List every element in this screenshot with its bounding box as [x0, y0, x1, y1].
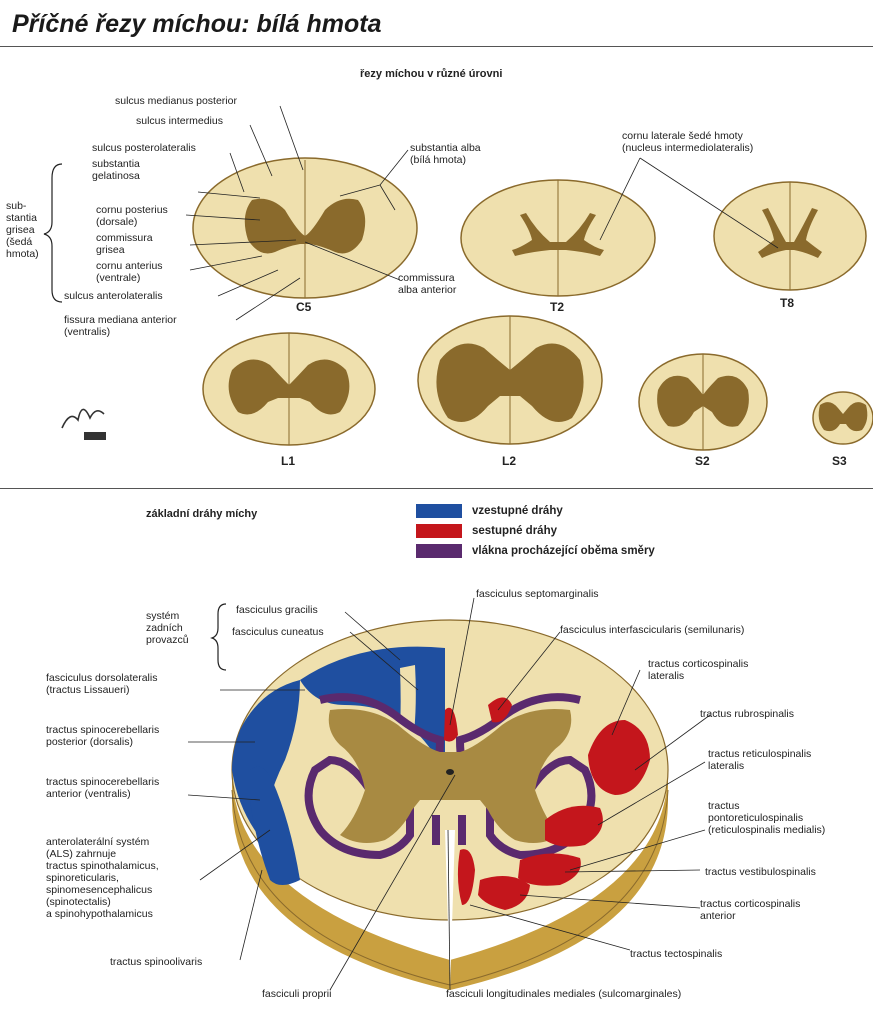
label-tractus-spinocerebellaris-anterior: tractus spinocerebellaris anterior (vent…: [46, 776, 159, 800]
label-fasciculus-interfascicularis: fasciculus interfascicularis (semilunari…: [560, 624, 744, 636]
label-als: anterolaterální systém (ALS) zahrnuje tr…: [46, 836, 159, 920]
label-tractus-rubrospinalis: tractus rubrospinalis: [700, 708, 794, 720]
label-fasciculus-septomarginalis: fasciculus septomarginalis: [476, 588, 599, 600]
label-system-zadnich: systém zadních provazců: [146, 610, 189, 646]
label-tractus-tectospinalis: tractus tectospinalis: [630, 948, 722, 960]
label-tractus-pontoreticulospinalis: tractus pontoreticulospinalis (reticulos…: [708, 800, 825, 836]
label-fasciculus-cuneatus: fasciculus cuneatus: [232, 626, 324, 638]
label-fasciculi-longitudinales: fasciculi longitudinales mediales (sulco…: [446, 988, 681, 1000]
label-fasciculus-dorsolateralis: fasciculus dorsolateralis (tractus Lissa…: [46, 672, 157, 696]
label-tractus-reticulospinalis-lateralis: tractus reticulospinalis lateralis: [708, 748, 811, 772]
label-tractus-corticospinalis-lateralis: tractus corticospinalis lateralis: [648, 658, 748, 682]
label-tractus-vestibulospinalis: tractus vestibulospinalis: [705, 866, 816, 878]
label-fasciculus-gracilis: fasciculus gracilis: [236, 604, 318, 616]
label-tractus-spinoolivaris: tractus spinoolivaris: [110, 956, 202, 968]
label-tractus-corticospinalis-anterior: tractus corticospinalis anterior: [700, 898, 800, 922]
label-tractus-spinocerebellaris-posterior: tractus spinocerebellaris posterior (dor…: [46, 724, 159, 748]
label-fasciculi-proprii: fasciculi proprii: [262, 988, 331, 1000]
dorsal-system-brace: [212, 604, 226, 670]
